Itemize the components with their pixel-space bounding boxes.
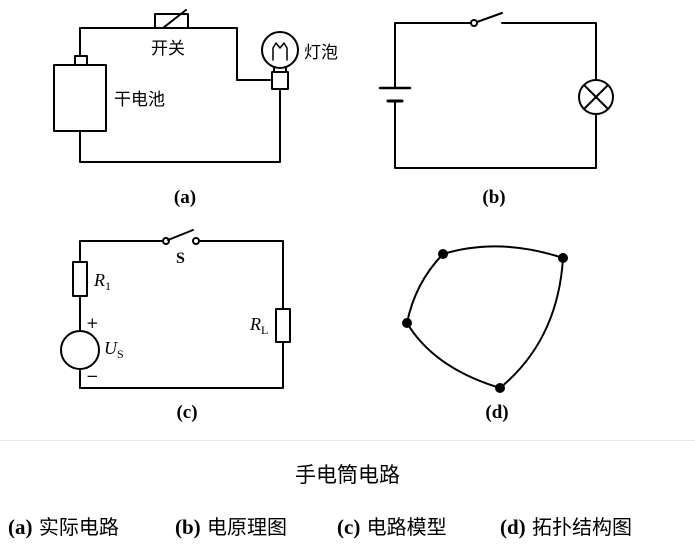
panel-b-schematic — [378, 12, 614, 169]
resistor-rl-icon — [275, 308, 291, 343]
lamp-label: 灯泡 — [304, 43, 338, 63]
caption-item-c: (c) 电路模型 — [337, 515, 447, 539]
edge-left — [406, 253, 444, 324]
caption-subfigures: (a) 实际电路 (b) 电原理图 (c) 电路模型 (d) 拓扑结构图 — [0, 511, 695, 541]
resistor-r1-icon — [72, 261, 88, 297]
switch-label: 开关 — [151, 39, 185, 59]
edge-top — [442, 245, 564, 259]
panel-d-topology — [402, 245, 568, 393]
panel-a-label: (a) — [174, 187, 196, 208]
minus-sign: − — [86, 367, 99, 385]
panel-d-label: (d) — [485, 402, 508, 423]
edge-right — [499, 257, 564, 389]
panel-c-label: (c) — [176, 402, 197, 423]
caption-item-d: (d) 拓扑结构图 — [500, 515, 633, 539]
wire-lamp-to-battery — [79, 88, 281, 163]
us-label: US — [104, 338, 124, 361]
panel-a-real-circuit — [53, 9, 299, 163]
rl-label: RL — [249, 314, 268, 337]
wire-battery-to-switch — [79, 27, 156, 57]
figure-drawing: 开关 灯泡 干电池 S R1 RL US + − (a) (b) (c) (d) — [53, 9, 614, 423]
plus-sign: + — [86, 314, 99, 332]
switch-s-icon — [162, 229, 200, 245]
r1-label: R1 — [93, 270, 111, 293]
node-dot-bottom — [495, 383, 505, 393]
node-dot-top-right — [558, 253, 568, 263]
wire-b-bottom — [394, 101, 597, 169]
caption-item-a: (a) 实际电路 — [8, 515, 119, 539]
battery-icon — [53, 55, 107, 132]
wire-c-top-left — [79, 240, 164, 263]
wire-b-right — [501, 22, 597, 81]
circuit-figure: 开关 灯泡 干电池 S R1 RL US + − (a) (b) (c) (d) — [53, 9, 614, 423]
switch-symbol-icon — [470, 12, 503, 27]
node-dot-left — [402, 318, 412, 328]
caption-item-b: (b) 电原理图 — [175, 515, 288, 539]
wire-b-left-top — [394, 22, 472, 88]
panel-c-circuit-model — [60, 229, 291, 389]
voltage-source-icon — [60, 330, 100, 370]
wire-c-top-right — [198, 240, 284, 310]
caption-title: 手电筒电路 — [295, 463, 400, 487]
battery-label: 干电池 — [114, 90, 165, 110]
lamp-symbol-icon — [578, 79, 614, 115]
battery-symbol-icon — [378, 86, 412, 103]
node-dot-top-left — [438, 249, 448, 259]
panel-b-label: (b) — [482, 187, 505, 208]
switch-s-label: S — [176, 250, 185, 267]
edge-bottom-left — [406, 322, 501, 389]
wire-switch-to-lamp — [187, 27, 271, 81]
switch-icon — [154, 9, 189, 29]
figure-caption: 手电筒电路 (a) 实际电路 (b) 电原理图 (c) 电路模型 (d) 拓扑结… — [0, 440, 695, 549]
wire-c-bottom — [79, 341, 284, 389]
